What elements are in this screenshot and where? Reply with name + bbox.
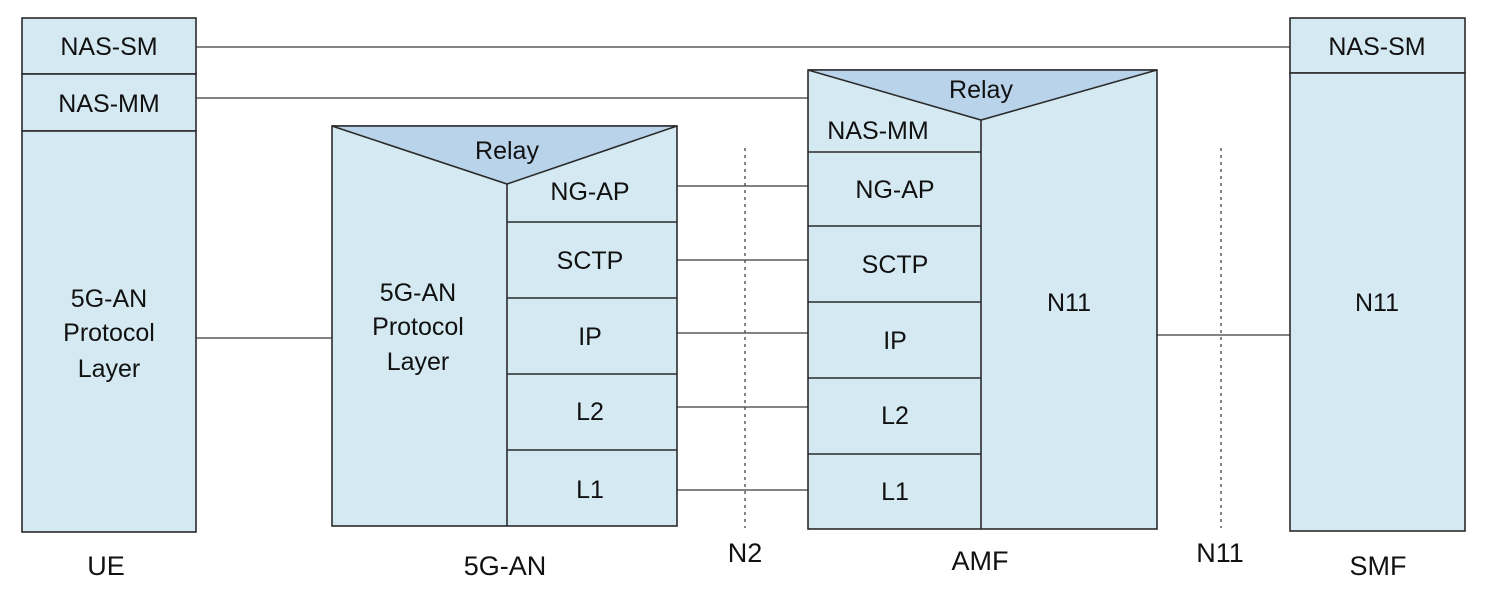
smf-nas-sm-layer (1289, 17, 1466, 74)
an-sctp-label: SCTP (557, 247, 624, 275)
ue-protocol-line-3: Layer (78, 355, 141, 383)
amf-relay-triangle (807, 69, 1158, 121)
ue-nas-sm-label: NAS-SM (60, 33, 157, 61)
amf-relay-label: Relay (949, 76, 1013, 104)
ue-nas-mm-label: NAS-MM (58, 90, 159, 118)
an-ngap-label: NG-AP (550, 178, 629, 206)
smf-stack: NAS-SM N11 (1289, 17, 1466, 532)
amf-body (807, 69, 1158, 530)
ue-nas-mm-layer (21, 73, 197, 132)
an-l1-label: L1 (576, 476, 604, 504)
ue-protocol-line-1: 5G-AN (71, 285, 147, 313)
amf-ngap-label: NG-AP (855, 176, 934, 204)
ue-nas-sm-layer (21, 17, 197, 75)
smf-n11-label: N11 (1355, 289, 1399, 317)
n11-caption: N11 (1196, 538, 1244, 568)
amf-ip-label: IP (883, 327, 907, 355)
amf-stack: Relay NAS-MM NG-AP SCTP IP L2 L1 N11 (807, 69, 1158, 530)
ue-caption: UE (87, 551, 125, 581)
an-ip-label: IP (578, 323, 602, 351)
ue-protocol-line-2: Protocol (63, 319, 155, 347)
amf-nas-mm-label: NAS-MM (827, 117, 928, 145)
an-protocol-line-1: 5G-AN (380, 279, 456, 307)
amf-l2-label: L2 (881, 402, 909, 430)
ue-stack: NAS-SM NAS-MM 5G-AN Protocol Layer (21, 17, 197, 533)
an-stack: Relay NG-AP SCTP IP L2 L1 5G-AN Protocol… (331, 125, 678, 527)
an-caption: 5G-AN (464, 551, 547, 581)
smf-caption: SMF (1350, 551, 1407, 581)
smf-nas-sm-label: NAS-SM (1328, 33, 1425, 61)
an-protocol-layer (331, 125, 678, 527)
n2-caption: N2 (728, 538, 763, 568)
smf-n11-layer (1289, 72, 1466, 532)
an-protocol-line-2: Protocol (372, 313, 464, 341)
amf-sctp-label: SCTP (862, 251, 929, 279)
an-l2-label: L2 (576, 398, 604, 426)
amf-caption: AMF (952, 546, 1009, 576)
amf-n11-label: N11 (1047, 289, 1091, 317)
amf-l1-label: L1 (881, 478, 909, 506)
an-relay-label: Relay (475, 137, 539, 165)
an-relay-triangle (331, 125, 678, 185)
an-protocol-line-3: Layer (387, 348, 450, 376)
ue-protocol-layer (21, 130, 197, 533)
